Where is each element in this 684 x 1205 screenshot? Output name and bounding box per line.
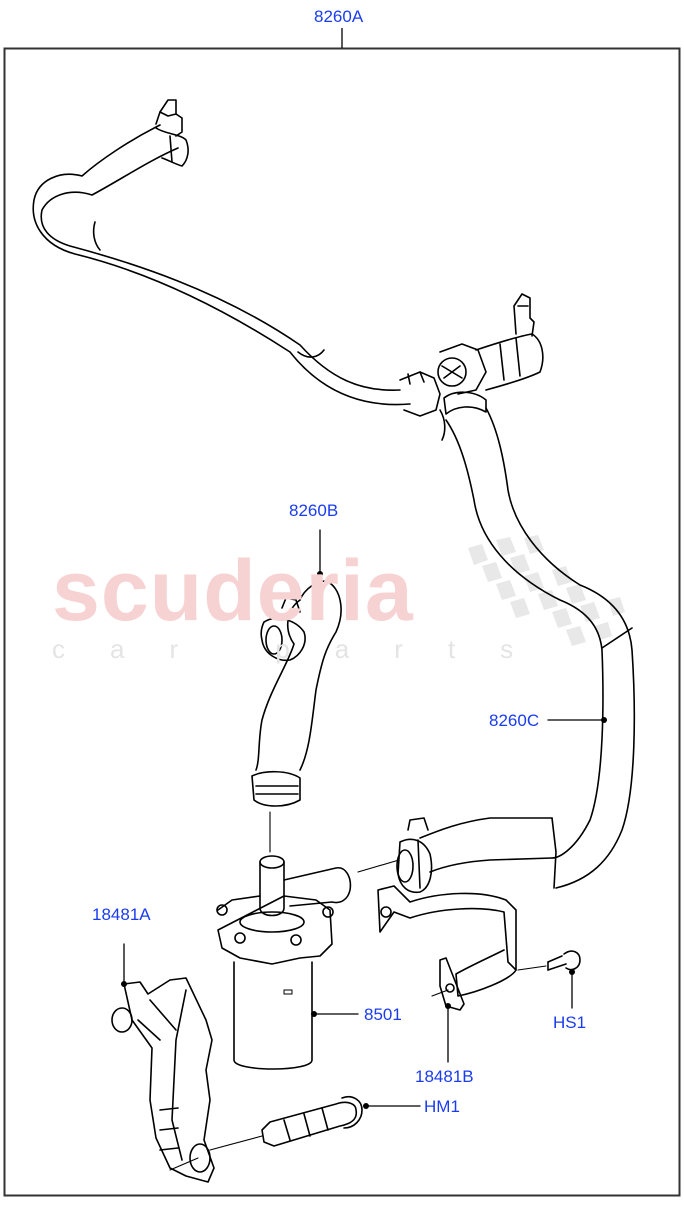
diagram-frame: [3, 47, 681, 1197]
callout-8260A[interactable]: 8260A: [314, 7, 364, 26]
clamp-18481B: [377, 885, 581, 1063]
bracket-18481A: [111, 943, 215, 1183]
callout-HS1[interactable]: HS1: [553, 1013, 587, 1032]
hose-8260B: [251, 529, 342, 853]
callout-18481B[interactable]: 18481B: [415, 1067, 474, 1086]
checkered-flag-watermark: [468, 535, 625, 646]
pump-8501: [216, 855, 359, 1070]
rivet-HM1: [209, 1095, 421, 1151]
callout-8260B[interactable]: 8260B: [289, 501, 339, 520]
callout-HM1[interactable]: HM1: [424, 1097, 460, 1116]
callout-8501[interactable]: 8501: [364, 1005, 402, 1024]
leader-dots: [121, 571, 607, 1109]
hose-8260A: [32, 99, 544, 441]
watermark-main: scuderia: [52, 543, 414, 639]
watermark-sub: car parts: [52, 634, 559, 664]
hose-8260C: [357, 407, 636, 894]
callout-8260C[interactable]: 8260C: [489, 711, 540, 730]
callout-18481A[interactable]: 18481A: [92, 905, 151, 924]
